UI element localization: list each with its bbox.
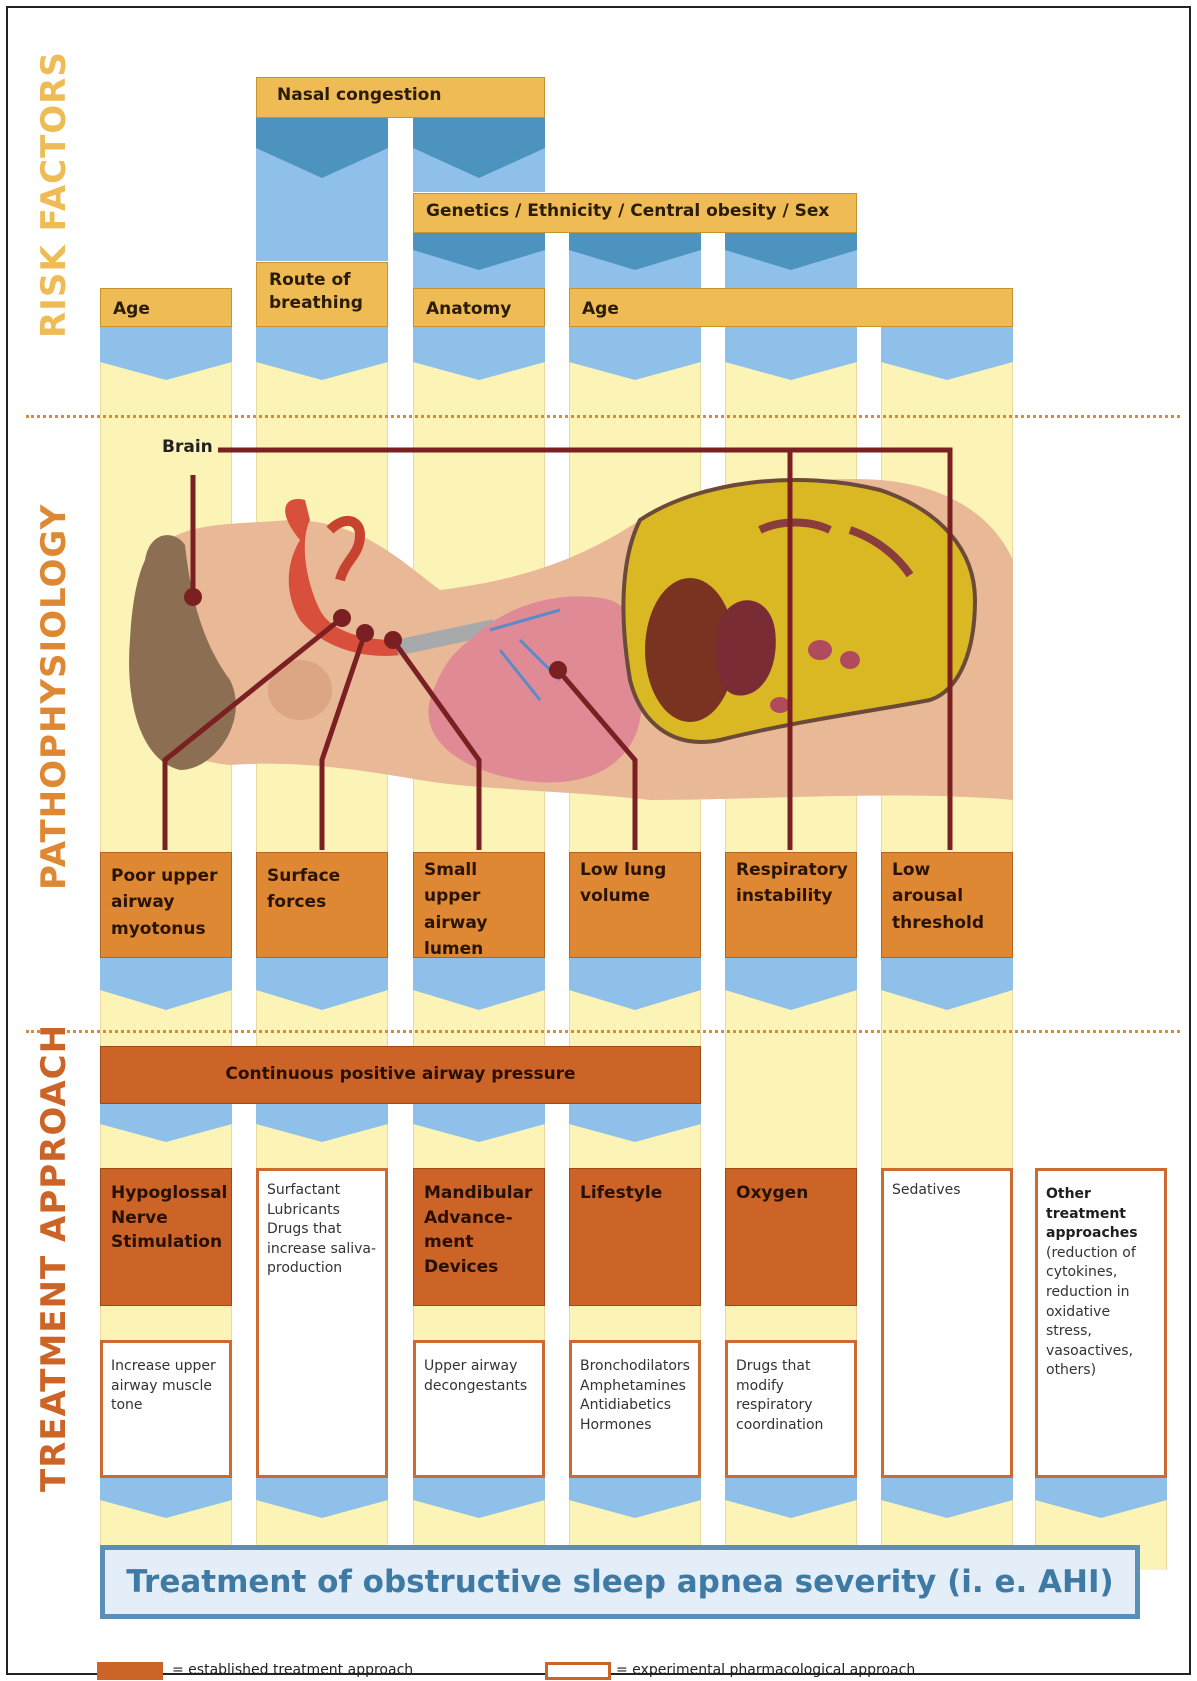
liver — [645, 578, 735, 722]
line-myotonus — [162, 616, 344, 850]
risk-route-of-breathing: Route of breathing — [256, 262, 388, 327]
patho-low-lung-volume: Low lung volume — [569, 852, 701, 958]
risk-age-2: Age — [569, 288, 1013, 327]
exp-bronchodilators: Bronchodilators Amphetamines Antidiabeti… — [569, 1340, 701, 1478]
divider-patho-treatment — [26, 1030, 1180, 1033]
ear — [268, 660, 332, 720]
legend-experimental-label: = experimental pharmacological approach — [616, 1662, 916, 1678]
patho-low-arousal: Low arousal threshold — [881, 852, 1013, 958]
treatment-lifestyle: Lifestyle — [569, 1168, 701, 1306]
outcome-banner: Treatment of obstructive sleep apnea sev… — [100, 1545, 1140, 1619]
patho-small-lumen: Small upper airway lumen — [413, 852, 545, 959]
patho-poor-myotonus: Poor upper airway myotonus — [100, 852, 232, 958]
exp-muscle-tone: Increase upper airway muscle tone — [100, 1340, 232, 1478]
brain-label: Brain — [162, 437, 213, 457]
exp-other-approaches: Other treatment approaches (reduction of… — [1035, 1168, 1167, 1478]
line-surface-forces — [319, 632, 368, 850]
line-lung-volume — [556, 668, 638, 850]
legend-experimental-swatch — [545, 1662, 611, 1680]
treatment-mad: Mandibular Advance-ment Devices — [413, 1168, 545, 1306]
brain-line-to-arousal — [218, 447, 953, 850]
trachea — [394, 619, 497, 656]
treatment-hns: Hypoglossal Nerve Stimulation — [100, 1168, 232, 1306]
risk-nasal-congestion: Nasal congestion — [256, 77, 545, 118]
exp-other-head: Other treatment approaches — [1046, 1186, 1138, 1242]
lung — [428, 596, 644, 783]
patho-surface-forces: Surface forces — [256, 852, 388, 958]
exp-respiratory-drugs: Drugs that modify respiratory coordinati… — [725, 1340, 857, 1478]
risk-genetics: Genetics / Ethnicity / Central obesity /… — [413, 193, 857, 233]
exp-sedatives: Sedatives — [881, 1168, 1013, 1478]
divider-risk-patho — [26, 415, 1180, 418]
abdominal-muscles — [758, 518, 914, 578]
hair — [129, 535, 236, 770]
risk-age-1: Age — [100, 288, 232, 327]
treatment-cpap: Continuous positive airway pressure — [100, 1046, 701, 1104]
exp-surfactant: Surfactant Lubricants Drugs that increas… — [256, 1168, 388, 1478]
treatment-oxygen: Oxygen — [725, 1168, 857, 1306]
patho-respiratory-instability: Respiratory instability — [725, 852, 857, 958]
nasal-passage — [326, 516, 366, 582]
line-small-lumen — [390, 638, 482, 850]
bowel-2 — [840, 651, 860, 669]
exp-other-body: (reduction of cytokines, reduction in ox… — [1046, 1244, 1136, 1379]
legend-established-swatch — [97, 1662, 163, 1680]
bowel-1 — [808, 640, 832, 660]
legend-established-label: = established treatment approach — [172, 1662, 414, 1678]
stomach — [715, 600, 776, 696]
upper-airway — [285, 499, 400, 656]
exp-decongestants: Upper airway decongestants — [413, 1340, 545, 1478]
risk-anatomy: Anatomy — [413, 288, 545, 327]
bowel-3 — [770, 697, 790, 713]
